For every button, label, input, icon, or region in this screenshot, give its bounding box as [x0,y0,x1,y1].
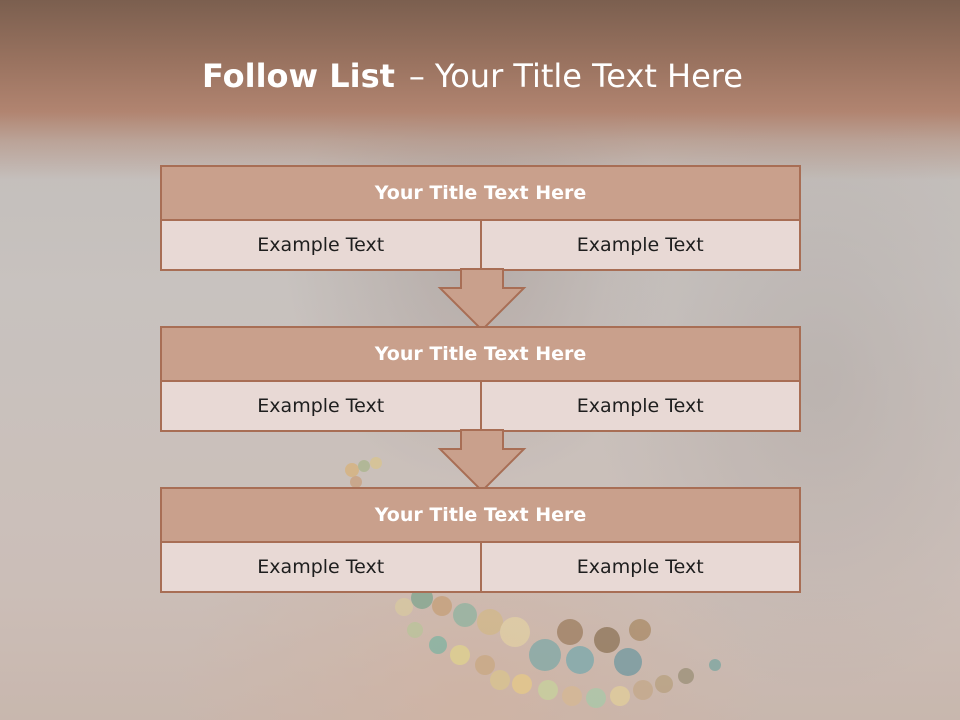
slide-title-dash: – [408,57,425,95]
step-block-3: Your Title Text Here Example Text Exampl… [160,487,801,593]
step-title: Your Title Text Here [160,487,801,543]
slide-title-bold: Follow List [202,57,395,95]
step-row: Example Text Example Text [160,543,801,593]
step-cell-left: Example Text [160,543,482,593]
step-cell-right: Example Text [481,221,801,271]
down-arrow-icon [437,268,527,332]
step-cell-right: Example Text [481,382,801,432]
slide-title: Follow List–Your Title Text Here [0,52,945,100]
step-cell-left: Example Text [160,221,482,271]
step-row: Example Text Example Text [160,221,801,271]
step-row: Example Text Example Text [160,382,801,432]
step-block-2: Your Title Text Here Example Text Exampl… [160,326,801,432]
step-title: Your Title Text Here [160,165,801,221]
step-cell-left: Example Text [160,382,482,432]
step-cell-right: Example Text [481,543,801,593]
slide-title-rest: Your Title Text Here [434,57,743,95]
down-arrow-icon [437,429,527,493]
step-title: Your Title Text Here [160,326,801,382]
step-block-1: Your Title Text Here Example Text Exampl… [160,165,801,271]
header-band [0,0,960,180]
